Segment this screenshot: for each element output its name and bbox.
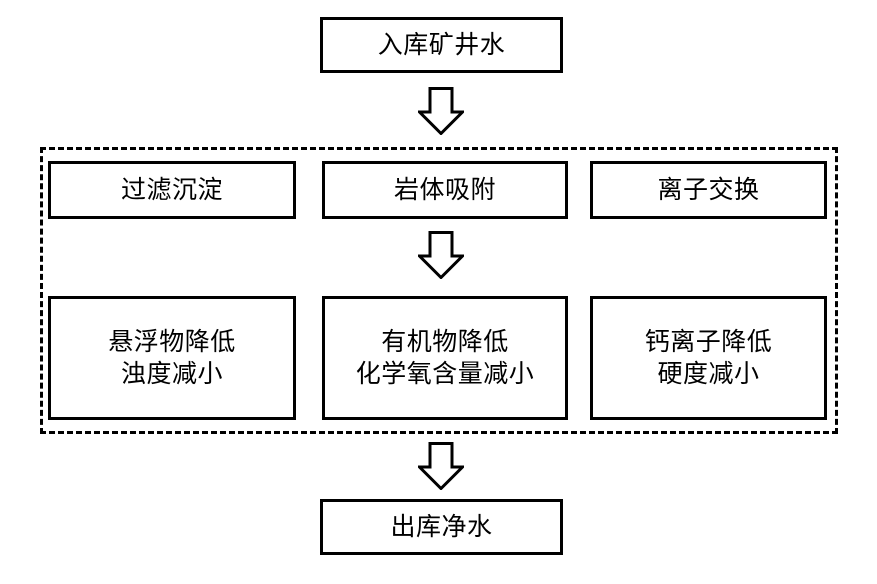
down-block-arrow-icon: [418, 231, 464, 279]
node-inflow-label: 入库矿井水: [377, 30, 506, 59]
node-process-filtration[interactable]: 过滤沉淀: [48, 161, 296, 219]
node-outflow-label: 出库净水: [390, 512, 493, 541]
node-effect-calcium-label: 钙离子降低 硬度减小: [644, 327, 773, 388]
node-effect-organics[interactable]: 有机物降低 化学氧含量减小: [322, 296, 568, 420]
node-process-adsorption[interactable]: 岩体吸附: [322, 161, 568, 219]
node-inflow[interactable]: 入库矿井水: [320, 17, 563, 73]
node-process-ion-exchange[interactable]: 离子交换: [590, 161, 827, 219]
node-effect-suspended-solids[interactable]: 悬浮物降低 浊度减小: [48, 296, 296, 420]
node-effect-suspended-solids-label: 悬浮物降低 浊度减小: [108, 327, 236, 388]
node-outflow[interactable]: 出库净水: [320, 499, 563, 555]
down-block-arrow-icon: [418, 87, 464, 135]
node-process-filtration-label: 过滤沉淀: [120, 175, 223, 204]
down-block-arrow-icon: [418, 442, 464, 490]
treatment-group-container: [40, 147, 838, 434]
node-process-adsorption-label: 岩体吸附: [393, 175, 496, 204]
node-effect-calcium[interactable]: 钙离子降低 硬度减小: [590, 296, 827, 420]
node-process-ion-exchange-label: 离子交换: [657, 175, 760, 204]
node-effect-organics-label: 有机物降低 化学氧含量减小: [355, 327, 535, 388]
